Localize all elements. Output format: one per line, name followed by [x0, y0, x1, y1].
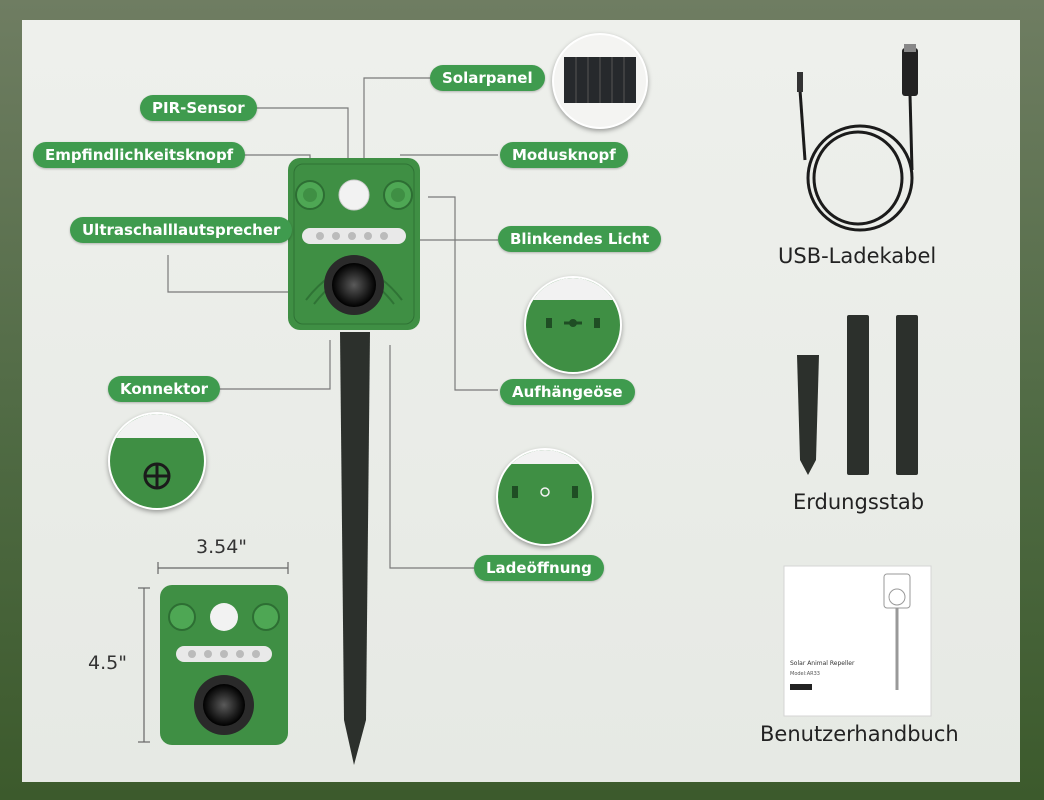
height-dimension: 4.5"	[88, 652, 127, 674]
usb-cable	[798, 89, 914, 232]
charging-port-inset	[496, 448, 594, 546]
ground-stake	[340, 332, 370, 765]
usb-a-plug	[902, 48, 918, 96]
caption-ground-stake: Erdungsstab	[793, 490, 925, 514]
label-pir-sensor: PIR-Sensor	[140, 95, 257, 121]
label-mode-knob: Modusknopf	[500, 142, 628, 168]
label-flashing-light: Blinkendes Licht	[498, 226, 662, 252]
label-ultrasonic-speaker: Ultraschalllautsprecher	[70, 217, 293, 243]
label-hanging-hole: Aufhängeöse	[500, 379, 635, 405]
manual-model: Model:AR33	[790, 671, 820, 677]
stake-pieces	[797, 315, 918, 475]
dimension-lines	[138, 562, 289, 743]
label-charging-port: Ladeöffnung	[474, 555, 604, 581]
label-connector: Konnektor	[108, 376, 221, 402]
label-solar-panel: Solarpanel	[430, 65, 545, 91]
micro-usb-plug	[797, 72, 803, 92]
width-dimension: 3.54"	[196, 536, 248, 558]
hanging-hole-inset	[524, 276, 622, 374]
main-device	[288, 158, 420, 330]
user-manual	[783, 565, 932, 717]
small-device	[160, 585, 288, 745]
label-sensitivity-knob: Empfindlichkeitsknopf	[33, 142, 246, 168]
manual-title: Solar Animal Repeller	[790, 660, 855, 667]
solar-panel-inset	[552, 33, 648, 129]
connector-inset	[108, 412, 206, 510]
caption-usb-cable: USB-Ladekabel	[778, 244, 937, 268]
caption-manual: Benutzerhandbuch	[760, 722, 959, 746]
